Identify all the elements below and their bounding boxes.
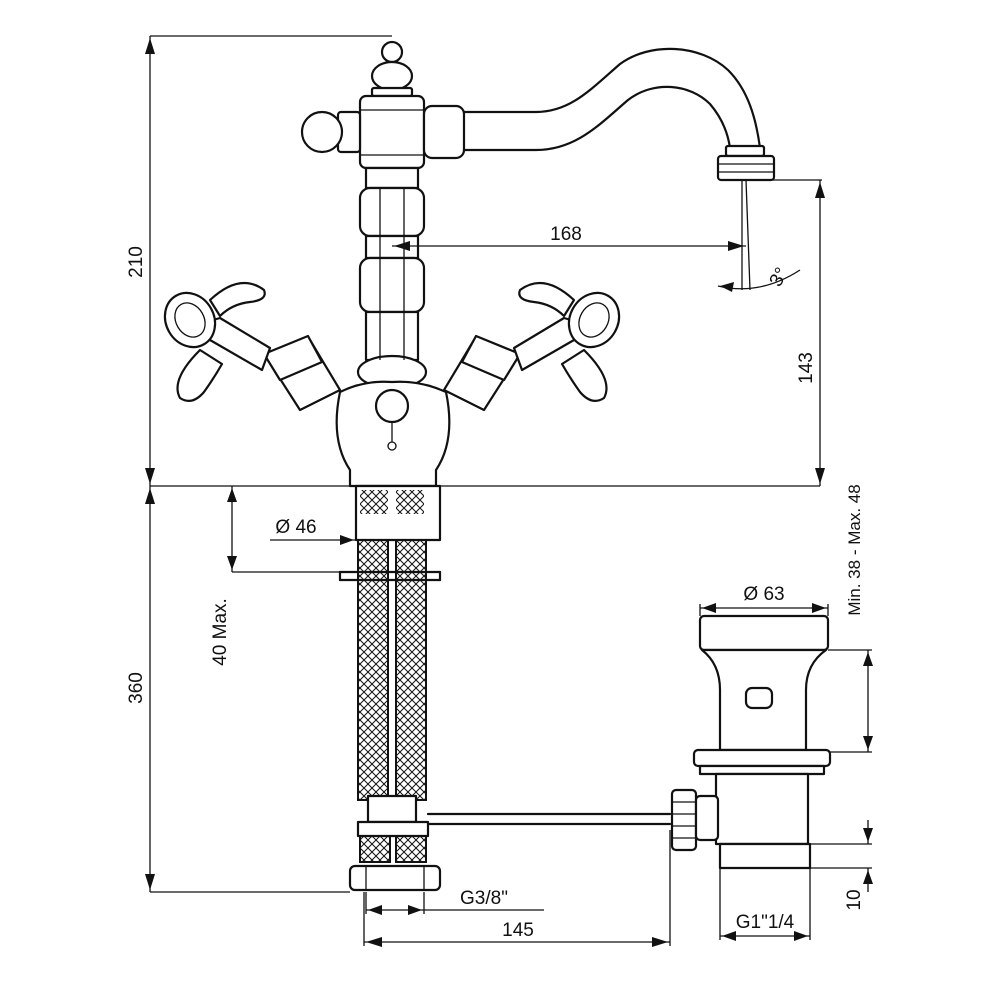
dim-label-168: 168 <box>550 224 582 245</box>
dim-label-angle: 3° <box>766 264 793 290</box>
dim-label-waste-thread: G1"1/4 <box>736 912 795 933</box>
dim-label-base-diameter: Ø 46 <box>275 517 316 538</box>
dim-label-deck-thickness: 40 Max. <box>210 598 231 666</box>
left-cross-handle <box>163 281 342 412</box>
lift-rod <box>426 788 698 852</box>
pop-up-waste <box>692 614 832 870</box>
dim-label-waste-thickness: Min. 38 - Max. 48 <box>845 484 864 615</box>
dim-label-waste-diameter: Ø 63 <box>743 584 784 605</box>
flex-hoses <box>348 539 442 892</box>
dim-label-360: 360 <box>126 672 147 704</box>
dimension-lines <box>145 35 873 947</box>
dim-label-10: 10 <box>844 889 865 910</box>
faucet-body <box>300 40 466 488</box>
spout <box>462 47 776 182</box>
dim-label-145: 145 <box>502 920 534 941</box>
dim-label-210: 210 <box>126 246 147 278</box>
right-cross-handle <box>442 281 621 412</box>
dim-label-connection-thread: G3/8" <box>460 888 508 909</box>
dim-label-143: 143 <box>796 352 817 384</box>
